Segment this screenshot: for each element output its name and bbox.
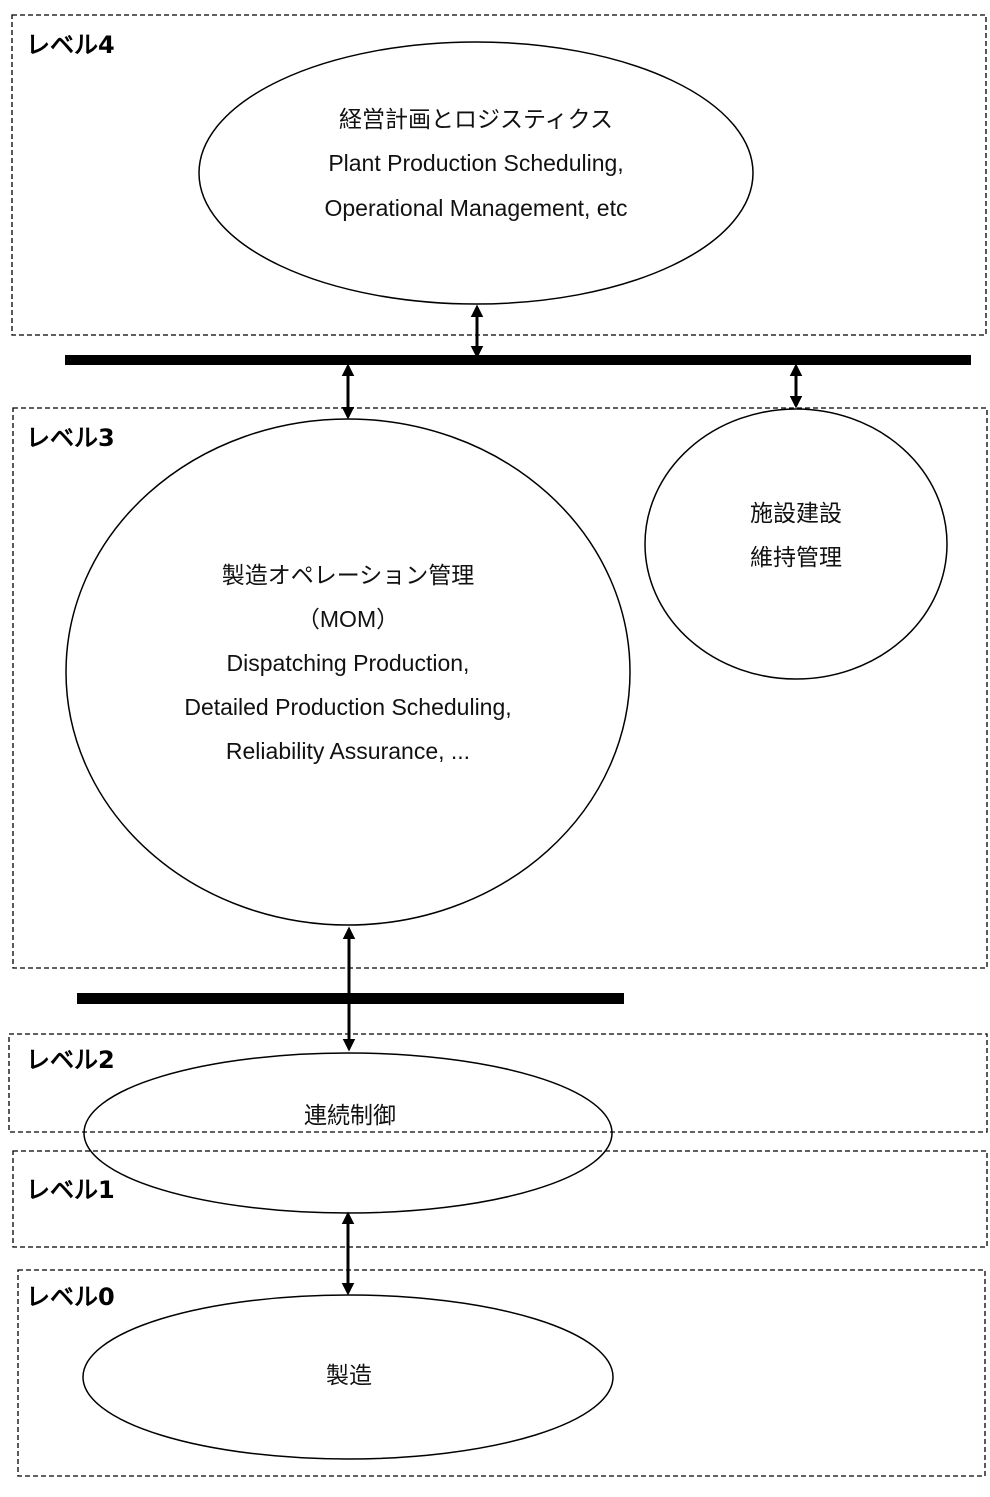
facility-line-1: 施設建設 [750, 500, 842, 526]
facility-node: 施設建設 維持管理 [644, 408, 948, 680]
business-planning-line-3: Operational Management, etc [324, 195, 627, 221]
level-0-zone: レベル0 [17, 1269, 986, 1477]
upper-network-bus [65, 355, 971, 365]
continuous-control-label: 連続制御 [304, 1102, 396, 1128]
business-planning-node: 経営計画とロジスティクス Plant Production Scheduling… [198, 41, 754, 305]
level-1-label: レベル1 [26, 1176, 115, 1204]
level-2-zone: レベル2 [8, 1033, 988, 1133]
mom-line-4: Detailed Production Scheduling, [184, 694, 511, 720]
mom-title: 製造オペレーション管理 [222, 562, 475, 588]
level-1-zone: レベル1 [12, 1150, 988, 1248]
mom-abbreviation: （MOM） [297, 606, 399, 632]
level-2-label: レベル2 [26, 1046, 115, 1074]
manufacturing-node: 製造 [82, 1294, 614, 1460]
business-planning-line-2: Plant Production Scheduling, [328, 150, 623, 176]
facility-line-2: 維持管理 [750, 544, 842, 570]
mom-line-3: Dispatching Production, [227, 650, 470, 676]
business-planning-title: 経営計画とロジスティクス [339, 106, 613, 132]
mom-node: 製造オペレーション管理 （MOM） Dispatching Production… [65, 418, 631, 926]
level-3-label: レベル3 [26, 424, 115, 452]
mom-line-5: Reliability Assurance, ... [226, 738, 470, 764]
manufacturing-label: 製造 [326, 1362, 372, 1388]
continuous-control-node: 連続制御 [83, 1052, 613, 1214]
level-4-zone: レベル4 [11, 14, 987, 336]
level-3-zone: レベル3 [12, 407, 988, 969]
level-4-label: レベル4 [26, 31, 115, 59]
level-0-label: レベル0 [26, 1283, 115, 1311]
